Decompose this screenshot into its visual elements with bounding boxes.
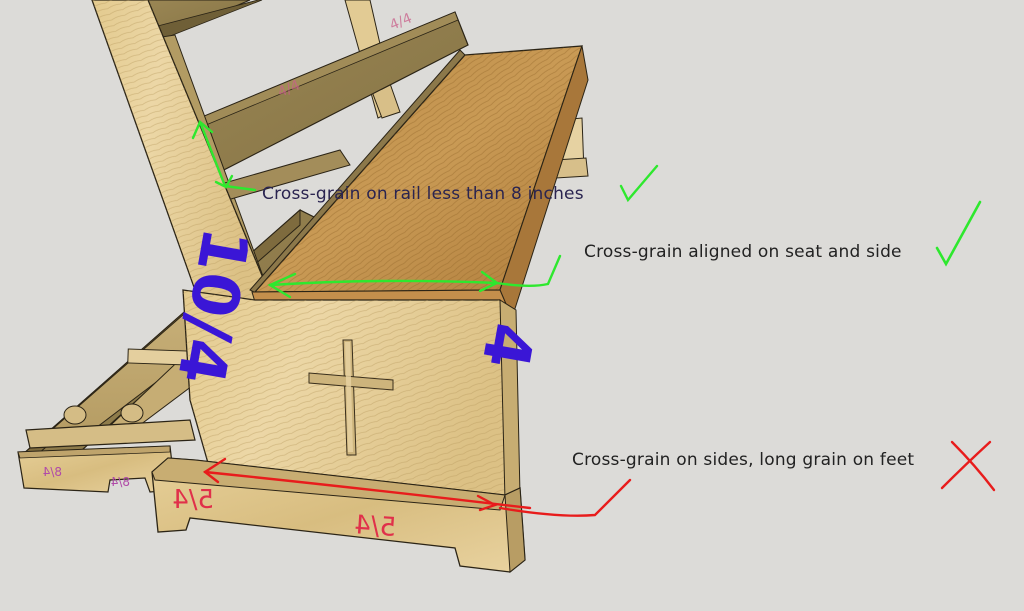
seat-grain-arrow bbox=[267, 254, 562, 299]
foot-thickness-label: 5/4 bbox=[172, 485, 214, 515]
annotation-feet: Cross-grain on sides, long grain on feet bbox=[572, 450, 915, 470]
rear-foot-label: 8/4 bbox=[43, 465, 62, 479]
annotation-seat: Cross-grain aligned on seat and side bbox=[584, 242, 902, 262]
foot-thickness-label-center: 5/4 bbox=[353, 510, 397, 543]
seat-check-icon bbox=[935, 200, 982, 267]
seat bbox=[249, 45, 589, 320]
backrest: 4/4 4/4 bbox=[91, 0, 589, 321]
rear-foot-label-2: 8/4 bbox=[111, 475, 130, 489]
rail-grain-arrow bbox=[191, 120, 257, 192]
feet-grain-arrow bbox=[202, 457, 632, 517]
rail-thickness-mark: 4/4 bbox=[276, 77, 303, 100]
cross-cutout bbox=[308, 339, 394, 456]
annotation-rail: Cross-grain on rail less than 8 inches bbox=[262, 184, 584, 204]
feet-x-icon bbox=[940, 440, 996, 492]
side-panel: 10/4 4 bbox=[162, 222, 547, 501]
rail-thickness-mark-2: 4/4 bbox=[388, 10, 415, 33]
rail-check-icon bbox=[619, 164, 659, 203]
